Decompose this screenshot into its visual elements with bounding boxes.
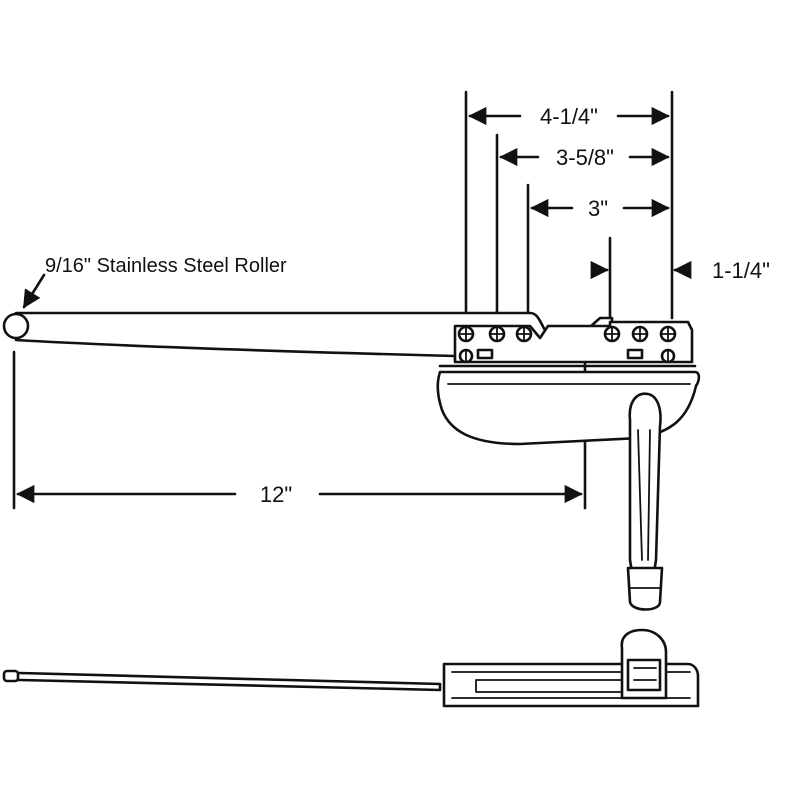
- crank-handle: [626, 392, 664, 611]
- dimension-overall-mount: 4-1/4": [468, 104, 670, 129]
- roller-callout-label: 9/16" Stainless Steel Roller: [45, 255, 287, 277]
- dimension-edge-offset: 1-1/4": [590, 258, 770, 283]
- roller-callout: 9/16" Stainless Steel Roller: [22, 255, 287, 309]
- roller-icon: [2, 312, 30, 340]
- dimension-arm-length: 12": [16, 482, 583, 507]
- dimension-label-edge: 1-1/4": [712, 258, 770, 283]
- dimension-middle-mount: 3-5/8": [499, 145, 670, 170]
- dimension-inner-mount: 3": [530, 196, 670, 221]
- dimension-label-middle: 3-5/8": [556, 145, 614, 170]
- dimension-label-overall: 4-1/4": [540, 104, 598, 129]
- screw-holes: [457, 325, 677, 364]
- dimension-label-arm: 12": [260, 482, 292, 507]
- dimension-label-inner: 3": [588, 196, 608, 221]
- operator-side-view: [2, 628, 700, 708]
